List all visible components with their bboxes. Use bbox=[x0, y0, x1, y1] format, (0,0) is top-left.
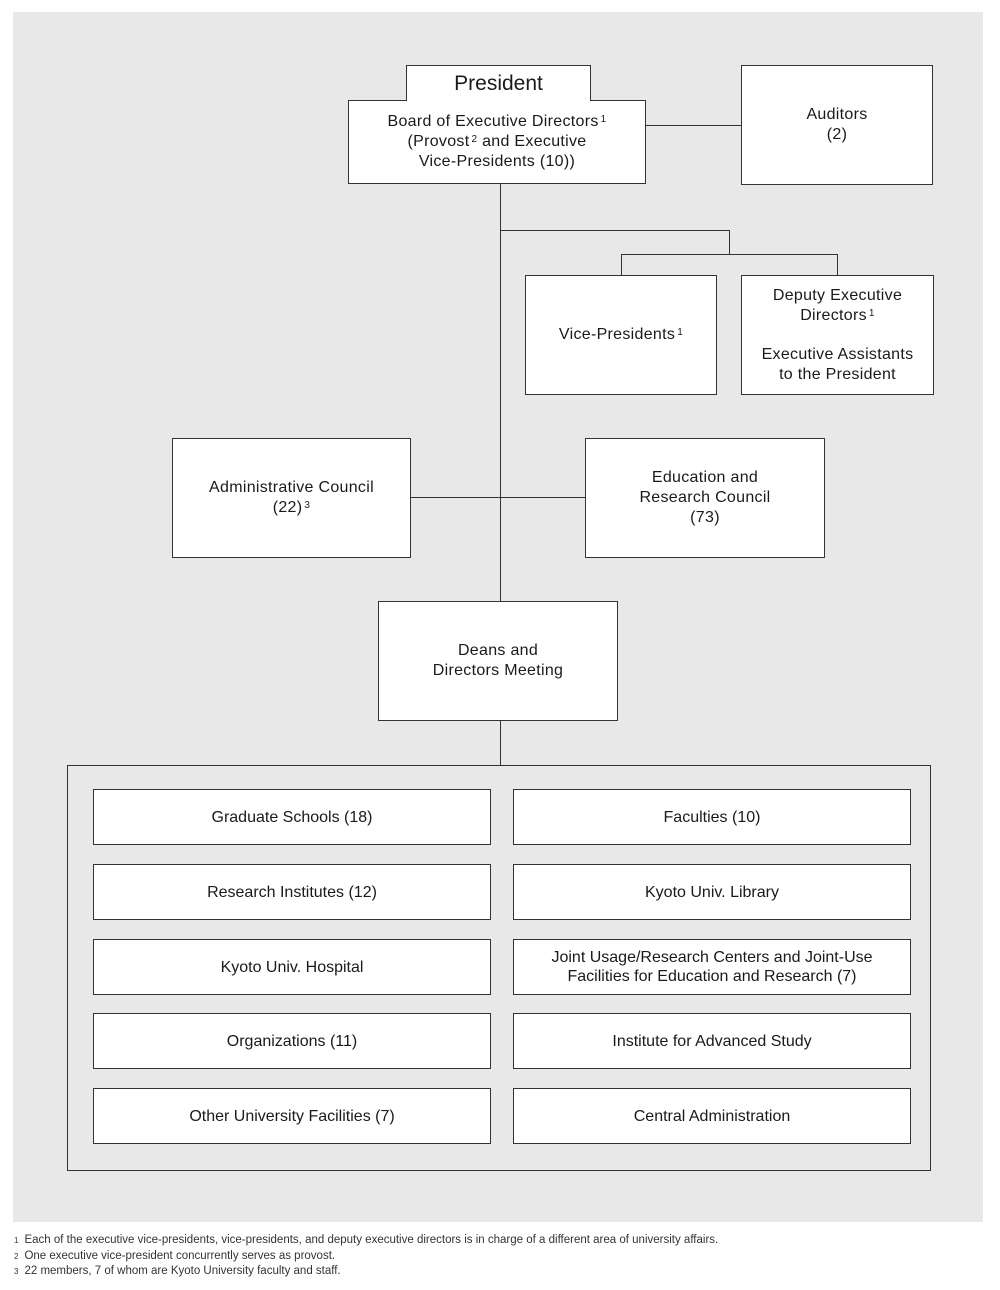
administrative-council-box: Administrative Council (22)3 bbox=[172, 438, 411, 558]
deans-line-2: Directors Meeting bbox=[432, 662, 564, 679]
deans-line-1: Deans and bbox=[457, 642, 539, 659]
connector-to-deputy bbox=[837, 254, 838, 276]
edu-council-line-1: Education and bbox=[651, 469, 759, 486]
connector-main-trunk bbox=[500, 184, 501, 602]
education-research-council-box: Education and Research Council (73) bbox=[585, 438, 825, 558]
connector-branch-drop bbox=[729, 230, 730, 254]
edu-council-line-2: Research Council bbox=[639, 489, 771, 506]
connector-branch-bar bbox=[621, 254, 838, 255]
connector-councils bbox=[410, 497, 586, 498]
unit-organizations: Organizations (11) bbox=[93, 1013, 491, 1069]
admin-council-count: (22)3 bbox=[272, 499, 311, 516]
unit-central-administration: Central Administration bbox=[513, 1088, 911, 1144]
edu-council-count: (73) bbox=[690, 509, 720, 526]
connector-deans-units bbox=[500, 720, 501, 766]
unit-research-institutes: Research Institutes (12) bbox=[93, 864, 491, 920]
auditors-count: (2) bbox=[826, 126, 848, 143]
unit-hospital: Kyoto Univ. Hospital bbox=[93, 939, 491, 995]
president-title: President bbox=[406, 65, 591, 101]
admin-council-label: Administrative Council bbox=[209, 479, 374, 496]
connector-president-auditors bbox=[646, 125, 742, 126]
president-title-text: President bbox=[454, 71, 543, 95]
auditors-label: Auditors bbox=[806, 106, 868, 123]
connector-to-vice-presidents bbox=[621, 254, 622, 276]
unit-graduate-schools: Graduate Schools (18) bbox=[93, 789, 491, 845]
auditors-box: Auditors (2) bbox=[741, 65, 933, 185]
unit-faculties: Faculties (10) bbox=[513, 789, 911, 845]
board-line-3: Vice-Presidents (10)) bbox=[418, 152, 576, 170]
deputy-line-3: Executive Assistants bbox=[761, 345, 914, 363]
deans-directors-box: Deans and Directors Meeting bbox=[378, 601, 618, 721]
unit-joint-usage-centers: Joint Usage/Research Centers and Joint-U… bbox=[513, 939, 911, 995]
university-units-container: Graduate Schools (18) Faculties (10) Res… bbox=[67, 765, 931, 1171]
unit-institute-advanced-study: Institute for Advanced Study bbox=[513, 1013, 911, 1069]
deputy-line-4: to the President bbox=[779, 365, 896, 383]
connector-branch-horizontal bbox=[500, 230, 730, 231]
box-top-edge-right bbox=[590, 100, 645, 101]
deputy-line-1: Deputy Executive bbox=[772, 286, 903, 304]
unit-other-facilities: Other University Facilities (7) bbox=[93, 1088, 491, 1144]
unit-library: Kyoto Univ. Library bbox=[513, 864, 911, 920]
box-top-edge-left bbox=[349, 100, 407, 101]
